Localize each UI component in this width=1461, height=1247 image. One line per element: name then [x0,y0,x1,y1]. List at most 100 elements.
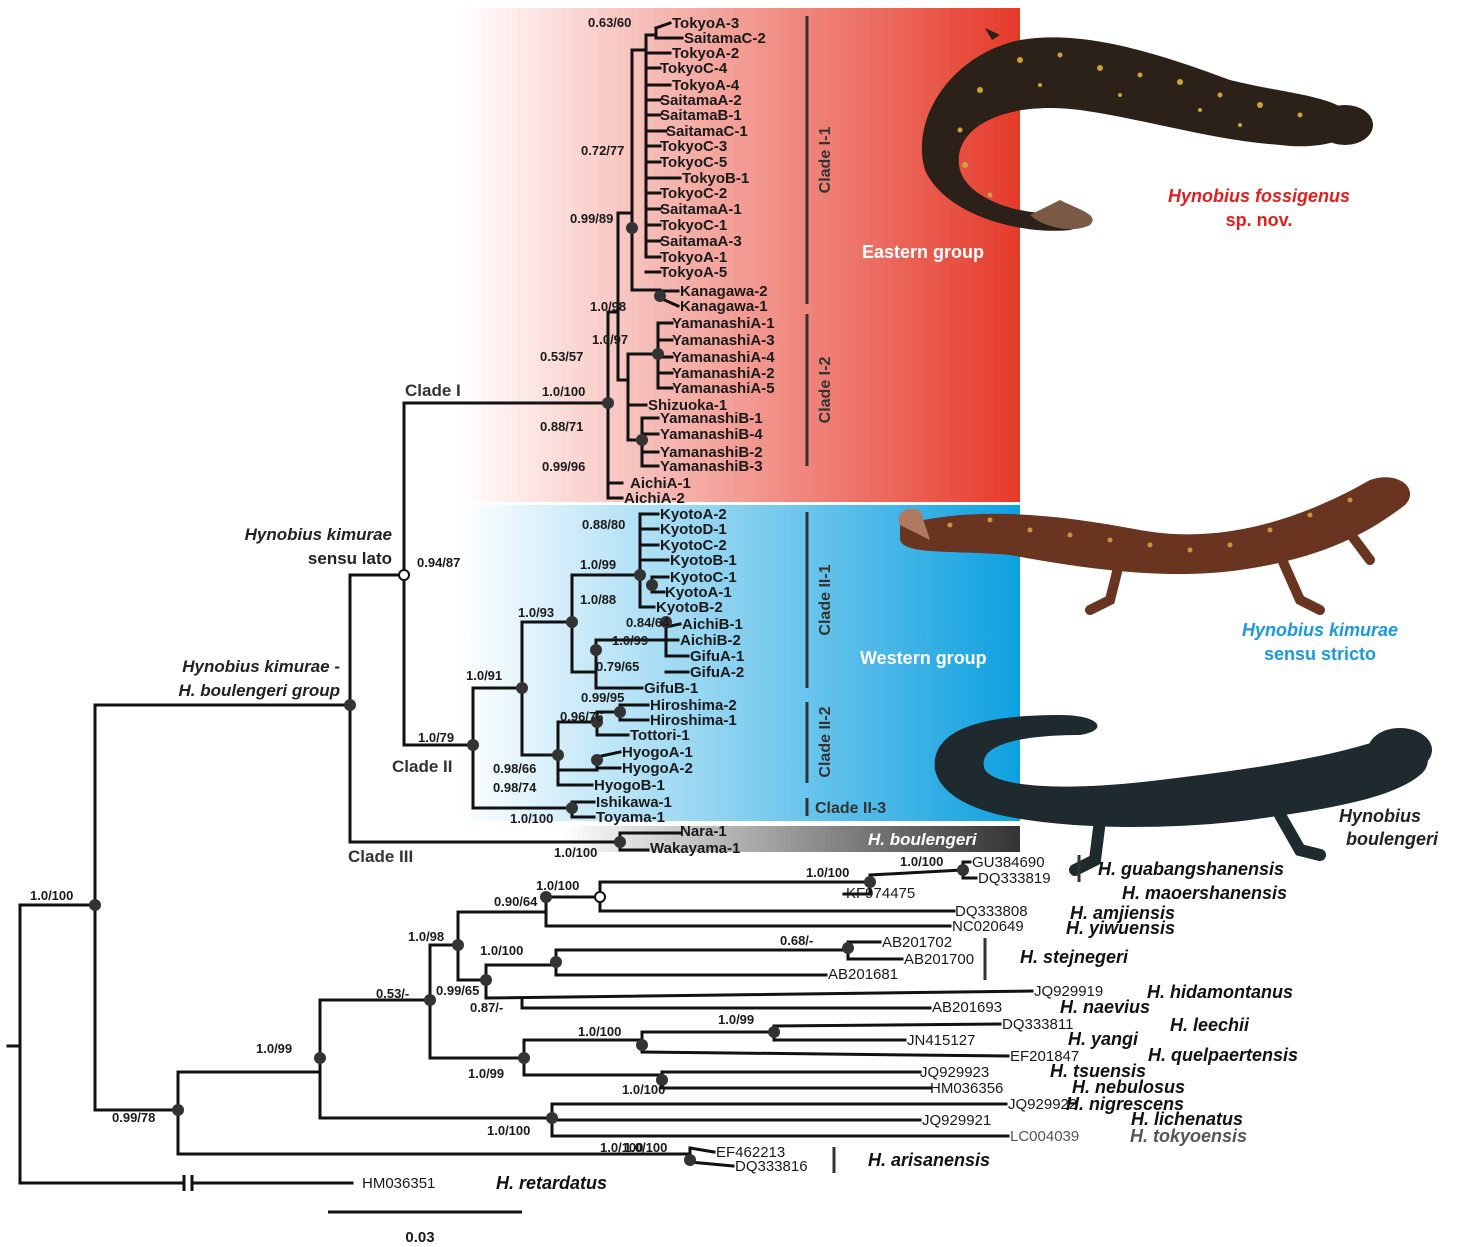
support-value: 0.96/76 [560,709,603,724]
support-value: 1.0/79 [418,730,454,745]
support-value: 1.0/91 [466,668,502,683]
tip-label: YamanashiA-5 [672,380,775,397]
accession-label: NC020649 [952,918,1024,935]
species-label: H. stejnegeri [1020,947,1129,967]
clade-I-label: Clade I [405,381,461,400]
support-value: 1.0/99 [580,557,616,572]
support-value: 1.0/93 [518,605,554,620]
tip-label: KyotoB-1 [670,552,737,569]
node-dot [552,749,564,761]
tip-label: SaitamaA-3 [660,233,742,250]
tip-label: GifuA-2 [690,664,744,681]
accession-label: DQ333811 [1002,1016,1073,1033]
support-value: 0.88/71 [540,419,583,434]
node-dot [602,397,614,409]
support-value: 1.0/99 [256,1041,292,1056]
tip-label: Toyama-1 [596,809,665,826]
tip-label: SaitamaA-1 [660,201,742,218]
tip-label: AichiB-2 [680,632,741,649]
tip-label: YamanashiB-4 [660,426,763,443]
tip-label: TokyoC-2 [660,185,727,202]
support-value: 1.0/99 [612,633,648,648]
branch [486,991,1032,998]
accession-label: DQ333819 [978,870,1051,887]
support-value: 0.99/89 [570,211,613,226]
support-value: 0.87/- [470,1000,503,1015]
node-dot [957,864,969,876]
boulengeri-caption: Hynobius [1339,806,1421,826]
support-value: 1.0/100 [578,1024,621,1039]
node-dot [636,1039,648,1051]
tip-label: Tottori-1 [630,727,690,744]
support-value: 0.53/57 [540,349,583,364]
group-label: Hynobius kimurae - [182,657,340,676]
support-value: 1.0/88 [580,592,616,607]
group-label-2: H. boulengeri group [179,681,341,700]
support-value: 1.0/99 [718,1012,754,1027]
fossigenus-caption-sub: sp. nov. [1226,210,1293,230]
node-dot [480,974,492,986]
tip-label: YamanashiB-3 [660,458,763,475]
node-dot [768,1026,780,1038]
tip-label: TokyoC-4 [660,60,728,77]
branch [870,870,963,875]
accession-label: AB201702 [882,934,952,951]
support-value: 1.0/100 [600,1140,643,1155]
node-dot [172,1104,184,1116]
node-dot [516,682,528,694]
support-value: 0.90/64 [494,894,538,909]
species-label: H. yangi [1068,1029,1139,1049]
support-value: 0.63/60 [588,15,631,30]
species-label: H. tokyoensis [1130,1126,1247,1146]
support-value: 1.0/100 [536,878,579,893]
kimurae-caption-sub: sensu stricto [1264,644,1376,664]
scale-label: 0.03 [405,1229,434,1246]
tip-label: AichiB-1 [682,616,743,633]
node-dot [684,1154,696,1166]
node-dot [636,434,648,446]
support-value: 0.79/65 [596,659,639,674]
support-value: 1.0/100 [510,811,553,826]
species-label: H. yiwuensis [1066,918,1175,938]
accession-label: HM036351 [362,1175,435,1192]
tip-label: TokyoC-3 [660,138,727,155]
clade-III-label: Clade III [348,847,413,866]
tip-label: YamanashiA-1 [672,315,775,332]
eastern-group-label: Eastern group [862,242,984,262]
tip-label: KyotoD-1 [660,521,727,538]
support-value: 1.0/97 [592,332,628,347]
support-value: 0.98/74 [493,780,537,795]
node-dot [89,899,101,911]
support-value: 1.0/100 [542,384,585,399]
support-value: 0.99/96 [542,459,585,474]
clade-II-3-label: Clade II-3 [815,800,886,817]
tip-label: TokyoC-5 [660,154,727,171]
clade-I-1-label: Clade I-1 [817,127,834,194]
tip-label: GifuA-1 [690,648,744,665]
clade-II-label: Clade II [392,757,452,776]
species-label: H. naevius [1060,997,1150,1017]
node-dot [614,706,626,718]
node-dot [614,836,626,848]
tip-label: Nara-1 [680,823,727,840]
node-dot [654,290,666,302]
node-dot [550,956,562,968]
support-value: 1.0/100 [480,943,523,958]
branch [642,1052,1008,1056]
node-dot-open [595,892,605,902]
support-value: 1.0/100 [806,865,849,880]
accession-label: HM036356 [930,1080,1003,1097]
tip-label: AichiA-2 [624,490,685,507]
support-value: 0.99/65 [436,983,479,998]
tip-label: TokyoA-5 [660,264,727,281]
node-dot [344,699,356,711]
support-value: 0.53/- [376,986,409,1001]
kimurae-caption: Hynobius kimurae [1242,620,1398,640]
node-dot [566,616,578,628]
tip-label: GifuB-1 [644,680,698,697]
clade-I-2-label: Clade I-2 [817,357,834,424]
support-value: 1.0/100 [622,1082,665,1097]
support-value: 0.68/- [780,933,813,948]
boulengeri-band-label: H. boulengeri [868,830,978,849]
